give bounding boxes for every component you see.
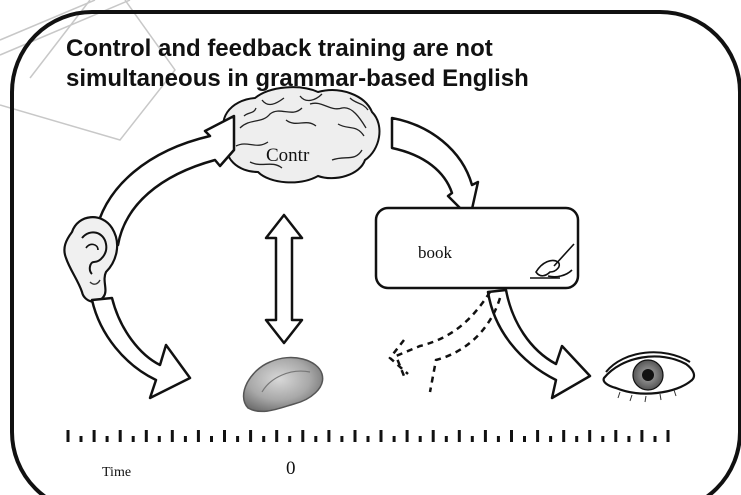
timeline-tick bbox=[157, 436, 161, 442]
timeline-tick bbox=[588, 430, 592, 442]
timeline-tick bbox=[196, 430, 200, 442]
timeline-tick bbox=[614, 430, 618, 442]
timeline-tick bbox=[301, 430, 305, 442]
arrow-brain-to-ear bbox=[93, 114, 236, 247]
word-card: book bbox=[374, 206, 580, 290]
timeline-tick bbox=[549, 436, 553, 442]
title-line-1: Control and feedback training are not bbox=[66, 35, 493, 62]
timeline-tick bbox=[66, 430, 70, 442]
timeline-tick bbox=[249, 430, 253, 442]
timeline-tick bbox=[118, 430, 122, 442]
timeline-tick bbox=[666, 430, 670, 442]
timeline-tick bbox=[210, 436, 213, 442]
timeline-tick bbox=[170, 430, 174, 442]
ear-icon bbox=[63, 216, 119, 303]
timeline-tick bbox=[496, 436, 500, 442]
timeline-tick bbox=[418, 436, 422, 442]
arrow-brain-to-card bbox=[390, 116, 480, 220]
timeline-tick bbox=[314, 436, 318, 442]
timeline-tick bbox=[340, 436, 344, 442]
timeline-tick bbox=[510, 430, 513, 442]
brain-icon: Contr bbox=[222, 86, 381, 184]
timeline-tick bbox=[601, 436, 605, 442]
timeline-tick bbox=[470, 436, 474, 442]
timeline-tick bbox=[327, 430, 331, 442]
title-line-2: simultaneous in grammar-based English bbox=[66, 65, 529, 92]
timeline-tick bbox=[483, 430, 487, 442]
slide-frame bbox=[10, 10, 741, 495]
timeline-tick bbox=[444, 436, 448, 442]
timeline-tick bbox=[523, 436, 526, 442]
timeline-tick bbox=[366, 436, 370, 442]
timeline-tick bbox=[353, 430, 357, 442]
timeline-start-label: Time bbox=[102, 465, 131, 480]
timeline-tick bbox=[405, 430, 409, 442]
mouth-icon bbox=[242, 356, 324, 413]
timeline-tick bbox=[131, 436, 135, 442]
timeline-tick bbox=[144, 430, 148, 442]
timeline-tick bbox=[92, 430, 96, 442]
timeline-tick bbox=[627, 436, 631, 442]
timeline-tick bbox=[640, 430, 644, 442]
timeline-tick bbox=[379, 430, 383, 442]
timeline-tick bbox=[431, 430, 435, 442]
timeline-tick bbox=[105, 436, 109, 442]
timeline-tick bbox=[275, 430, 279, 442]
timeline-tick bbox=[183, 436, 187, 442]
arrow-card-to-eye bbox=[486, 288, 592, 400]
eye-icon bbox=[602, 351, 696, 403]
timeline-tick bbox=[457, 430, 461, 442]
double-arrow-icon bbox=[264, 213, 304, 345]
brain-label: Contr bbox=[266, 145, 310, 166]
slide-title: Control and feedback training are not si… bbox=[66, 34, 706, 94]
timeline-zero-label: 0 bbox=[286, 458, 296, 479]
timeline-tick bbox=[653, 436, 657, 442]
timeline-tick bbox=[392, 436, 396, 442]
timeline-tick bbox=[236, 436, 240, 442]
timeline-tick bbox=[79, 436, 83, 442]
arrow-ear-to-mouth bbox=[90, 296, 192, 400]
timeline-ticks bbox=[66, 430, 670, 442]
timeline-tick bbox=[262, 436, 266, 442]
timeline-tick bbox=[562, 430, 566, 442]
timeline-tick bbox=[536, 430, 540, 442]
timeline-tick bbox=[288, 436, 292, 442]
pen-hand-icon bbox=[530, 243, 575, 279]
dashed-feedback-arrows bbox=[388, 291, 502, 393]
timeline-tick bbox=[575, 436, 579, 442]
card-word: book bbox=[418, 243, 453, 262]
timeline-tick bbox=[223, 430, 226, 442]
